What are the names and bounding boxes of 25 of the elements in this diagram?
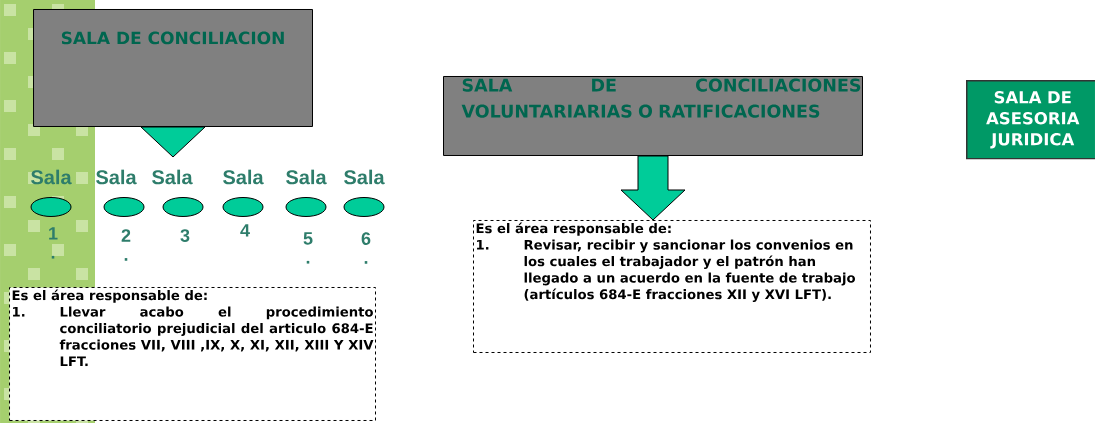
title-box: SALA DE CONCILIACIONES VOLUNTARIARIAS O RATIFICACIONES (443, 76, 863, 156)
sala-label: Sala (223, 169, 264, 185)
sala-label: Sala (96, 169, 137, 185)
block-arrow (140, 126, 206, 158)
number-label: 4 (240, 224, 250, 237)
dashed-text-box: Es el área responsable de: 1. Revisar, recibir y sancionar los convenios en los cuales el trabajador y el patrón han llegado a un acuerdo en la fuente de trabajo (artículos 684-E fracciones XII y XVI LFT). (473, 220, 871, 353)
ellipse (285, 197, 327, 217)
ellipse (30, 197, 72, 217)
sala-label: Sala (286, 169, 327, 185)
number-label: 5 . (303, 232, 313, 264)
ellipse (162, 197, 204, 217)
title-box: SALA DE ASESORIA JURIDICA (966, 80, 1095, 160)
number-label: 1 . (49, 227, 58, 259)
ellipse (222, 197, 264, 217)
title-box: SALA DE CONCILIACION (33, 9, 313, 127)
number-label: 6 . (361, 232, 371, 264)
number-label: 3 (180, 229, 190, 242)
dashed-text-box: Es el área responsable de: 1. Llevar acabo el procedimiento conciliatorio prejudicial del articulo 684-E fracciones VII, VIII ,IX, X, XI, XII, XIII Y XIV LFT. (9, 287, 376, 421)
ellipse (343, 197, 385, 217)
block-arrow (620, 155, 686, 221)
ellipse (103, 197, 145, 217)
sala-label: Sala (344, 169, 385, 185)
sala-label: Sala (31, 169, 72, 185)
number-label: 2 . (121, 229, 131, 261)
sala-label: Sala (152, 169, 193, 185)
